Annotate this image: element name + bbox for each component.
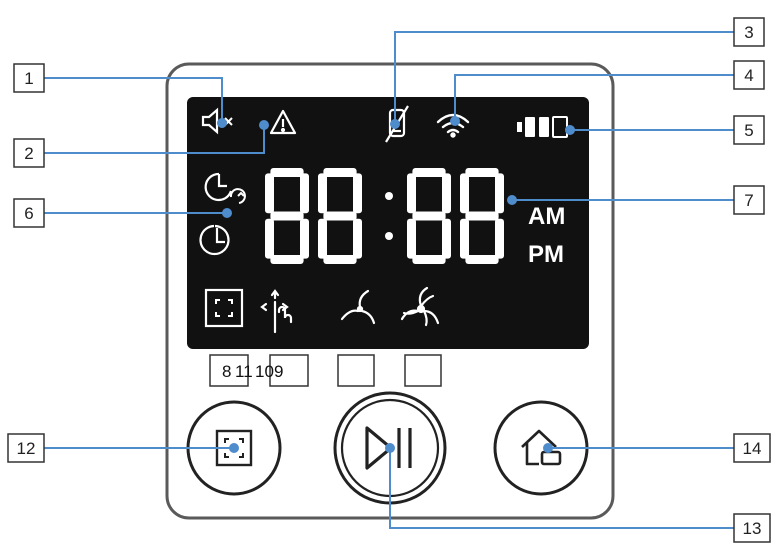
lcd-panel [187,97,589,349]
callout-14: 14 [733,433,771,463]
timer-icon [199,224,230,256]
label-10: 10 [255,362,274,381]
callout-12: 12 [7,433,45,463]
indicator-box-c [337,354,375,387]
digit-2-segment-b [353,173,362,214]
colon-dot-top [385,192,393,200]
digit-1-segment-f [265,173,274,214]
callout-6: 6 [13,198,45,228]
fan-high-icon [400,286,440,327]
callout-13: 13 [733,513,771,543]
leader-lines [44,31,734,529]
callout-5: 5 [733,115,765,145]
digit-1-segment-g [270,211,304,221]
digit-1-segment-a [270,168,304,177]
digit-3-segment-g [412,211,446,221]
digit-1-segment-b [300,173,309,214]
svg-text:2: 2 [24,144,33,163]
svg-text:4: 4 [744,66,753,85]
digit-3-segment-d [412,255,446,264]
digit-4-segment-e [460,218,469,259]
digit-2-segment-d [323,255,357,264]
digit-4-segment-c [495,218,504,259]
svg-text:7: 7 [744,191,753,210]
callout-4: 4 [733,60,765,90]
digit-4-segment-b [495,173,504,214]
callout-1: 1 [13,63,45,93]
label-11: 11 [235,362,253,381]
digit-2-segment-a [323,168,357,177]
pm-label: PM [528,241,564,268]
svg-text:14: 14 [743,439,762,458]
svg-text:13: 13 [743,519,762,538]
am-label: AM [528,203,565,230]
digit-4-segment-a [465,168,499,177]
warning-icon [269,109,297,135]
digit-2-segment-f [318,173,327,214]
digit-3-segment-c [442,218,451,259]
leader-dots [217,116,575,453]
fan-low-icon [340,289,376,325]
timer-repeat-icon [204,172,246,204]
manual-touch-icon [260,289,293,334]
indicator-box-d [404,354,442,387]
colon-dot-bottom [385,232,393,240]
svg-text:1: 1 [24,69,33,88]
digit-2-segment-e [318,218,327,259]
svg-text:5: 5 [744,121,753,140]
time-digits [265,168,504,264]
callout-3: 3 [733,17,765,47]
svg-text:12: 12 [17,439,36,458]
digit-2-segment-g [323,211,357,221]
indicator-box-a [209,354,249,387]
digit-1-segment-d [270,255,304,264]
digit-1-segment-e [265,218,274,259]
indicator-box-b [269,354,309,387]
spot-clean-icon [204,288,244,328]
label-9: 9 [274,362,283,381]
callout-7: 7 [733,185,765,215]
svg-text:3: 3 [744,23,753,42]
play-pause-icon [365,426,412,470]
digit-4-segment-g [465,211,499,221]
digit-3-segment-a [412,168,446,177]
digit-4-segment-d [465,255,499,264]
digit-2-segment-c [353,218,362,259]
digit-4-segment-f [460,173,469,214]
svg-text:6: 6 [24,204,33,223]
digit-3-segment-e [407,218,416,259]
digit-1-segment-c [300,218,309,259]
digit-3-segment-b [442,173,451,214]
callout-2: 2 [13,138,45,168]
label-8: 8 [222,362,231,381]
digit-3-segment-f [407,173,416,214]
